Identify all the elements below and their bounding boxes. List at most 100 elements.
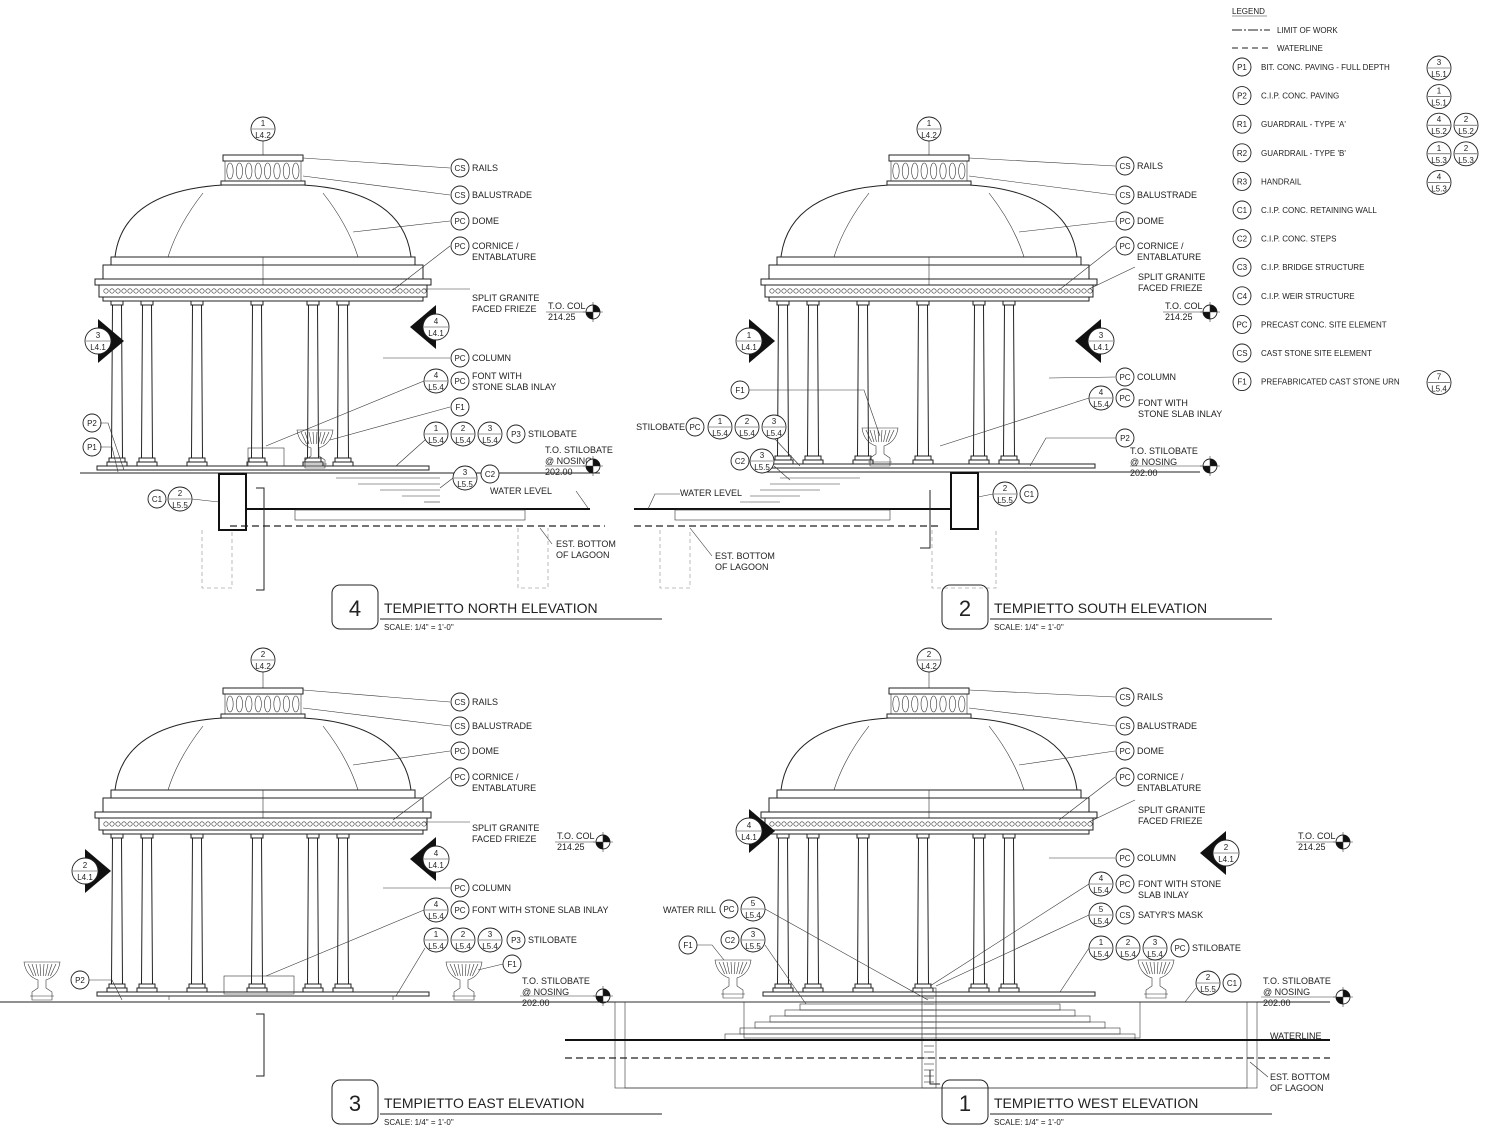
callout-balustrade-code-circle bbox=[450, 185, 470, 205]
legend-label: C.I.P. BRIDGE STRUCTURE bbox=[1261, 263, 1364, 272]
callout-font-code: PC bbox=[454, 377, 465, 386]
callout-satyr: SATYR'S MASK bbox=[1138, 910, 1203, 920]
callout-rill-code: PC bbox=[723, 905, 734, 914]
legend-label: GUARDRAIL - TYPE 'A' bbox=[1261, 120, 1346, 129]
callout-dome-label: DOME bbox=[1137, 746, 1164, 756]
section-mark-left-sheet: L4.1 bbox=[741, 833, 757, 842]
rails bbox=[222, 687, 304, 695]
ref-wall-sheet: L5.5 bbox=[1200, 985, 1216, 994]
legend-code-circle bbox=[1232, 314, 1252, 334]
callout-balustrade-code: CS bbox=[454, 722, 465, 731]
legend-ref-number: 1 bbox=[1437, 87, 1442, 96]
column-capital bbox=[856, 833, 870, 839]
elev-column: T.O. COL bbox=[548, 301, 586, 311]
callout-cornice-label: CORNICE / bbox=[1137, 241, 1184, 251]
legend-code-circle bbox=[1232, 57, 1252, 77]
column-capital bbox=[336, 833, 350, 839]
legend-code-circle bbox=[1232, 257, 1252, 277]
ref-steps-number: 3 bbox=[760, 451, 765, 460]
callout-stilobate-code: P3 bbox=[511, 430, 521, 439]
drawing-title: TEMPIETTO SOUTH ELEVATION bbox=[994, 600, 1207, 616]
callout-wall-code: C1 bbox=[152, 495, 163, 504]
dome bbox=[114, 717, 412, 791]
callout-dome-label: DOME bbox=[472, 746, 499, 756]
callout-lagoon: EST. BOTTOM bbox=[715, 551, 775, 561]
legend-code-circle bbox=[1232, 114, 1252, 134]
elev-stilobate: T.O. STILOBATE bbox=[545, 445, 613, 455]
column bbox=[336, 304, 350, 459]
column-capital bbox=[916, 300, 930, 306]
column bbox=[140, 304, 154, 459]
callout-stilobate: STILOBATE bbox=[1192, 943, 1241, 953]
elev-column: T.O. COL bbox=[557, 831, 595, 841]
callout-dome-code: PC bbox=[454, 217, 465, 226]
legend-label: C.I.P. CONC. PAVING bbox=[1261, 92, 1339, 101]
top-section-ref-number: 2 bbox=[261, 650, 266, 659]
column-capital bbox=[776, 833, 790, 839]
urn-left bbox=[23, 961, 61, 1001]
rails bbox=[888, 687, 970, 695]
legend-code: C3 bbox=[1237, 263, 1248, 272]
column bbox=[806, 837, 820, 985]
legend-limit-of-work: LIMIT OF WORK bbox=[1277, 26, 1338, 35]
callout-font2: SLAB INLAY bbox=[1138, 890, 1189, 900]
legend-code: P1 bbox=[1237, 63, 1247, 72]
column bbox=[916, 304, 930, 457]
section-mark-left-sheet: L4.1 bbox=[77, 873, 93, 882]
callout-steps-code: C2 bbox=[735, 457, 746, 466]
legend-code: R2 bbox=[1237, 149, 1248, 158]
legend-code: R1 bbox=[1237, 120, 1248, 129]
section-mark-right-sheet: L4.1 bbox=[428, 861, 444, 870]
section-mark-right-number: 4 bbox=[434, 317, 439, 326]
ref-steps-sheet: L5.5 bbox=[745, 942, 761, 951]
column bbox=[250, 837, 264, 985]
callout-dome-code: PC bbox=[1119, 747, 1130, 756]
callout-rill-code-circle bbox=[719, 899, 739, 919]
callout-satyr-code: CS bbox=[1119, 911, 1130, 920]
callout-urn-code: F1 bbox=[683, 941, 693, 950]
section-mark-left-number: 2 bbox=[83, 861, 88, 870]
elev-stilobate-value: 202.00 bbox=[545, 467, 573, 477]
callout-granite: SPLIT GRANITE bbox=[472, 293, 539, 303]
callout-granite: SPLIT GRANITE bbox=[472, 823, 539, 833]
section-mark-left-sheet: L4.1 bbox=[90, 343, 106, 352]
ref-wall-sheet: L5.5 bbox=[172, 501, 188, 510]
legend-label: C.I.P. CONC. STEPS bbox=[1261, 235, 1336, 244]
callout-rails-code: CS bbox=[454, 698, 465, 707]
callout-rails-code-circle bbox=[1115, 687, 1135, 707]
callout-column-label: COLUMN bbox=[1137, 372, 1176, 382]
urn-right bbox=[445, 961, 483, 1001]
elev-column-value: 214.25 bbox=[557, 842, 585, 852]
callout-wall-code-circle bbox=[1019, 484, 1039, 504]
callout-lagoon: EST. BOTTOM bbox=[556, 539, 616, 549]
callout-wall-code-circle bbox=[147, 489, 167, 509]
legend-label: CAST STONE SITE ELEMENT bbox=[1261, 349, 1372, 358]
callout-balustrade-label: BALUSTRADE bbox=[472, 721, 532, 731]
legend-ref-number: 7 bbox=[1437, 373, 1442, 382]
callout-rails-label: RAILS bbox=[1137, 161, 1163, 171]
callout-lagoon2: OF LAGOON bbox=[556, 550, 610, 560]
dome bbox=[114, 184, 412, 258]
column bbox=[1002, 837, 1016, 985]
column-capital bbox=[856, 300, 870, 306]
column-capital bbox=[806, 833, 820, 839]
legend-code: CS bbox=[1236, 349, 1247, 358]
callout-font-code-circle bbox=[1115, 388, 1135, 408]
ref-stilobate-number: 1 bbox=[434, 424, 439, 433]
ref-steps-number: 3 bbox=[463, 468, 468, 477]
drawing-number: 3 bbox=[349, 1091, 361, 1116]
rails bbox=[888, 154, 970, 162]
callout-dome-code-circle bbox=[450, 741, 470, 761]
callout-rails-label: RAILS bbox=[1137, 692, 1163, 702]
column bbox=[190, 837, 204, 985]
callout-rails-code: CS bbox=[454, 164, 465, 173]
ref-stilobate-sheet: L5.4 bbox=[1093, 950, 1109, 959]
callout-satyr-code-circle bbox=[1115, 905, 1135, 925]
legend-ref-number: 2 bbox=[1464, 115, 1469, 124]
column-capital bbox=[1002, 833, 1016, 839]
legend-code-circle bbox=[1232, 343, 1252, 363]
ref-font-sheet: L5.4 bbox=[1093, 886, 1109, 895]
column-capital bbox=[306, 300, 320, 306]
